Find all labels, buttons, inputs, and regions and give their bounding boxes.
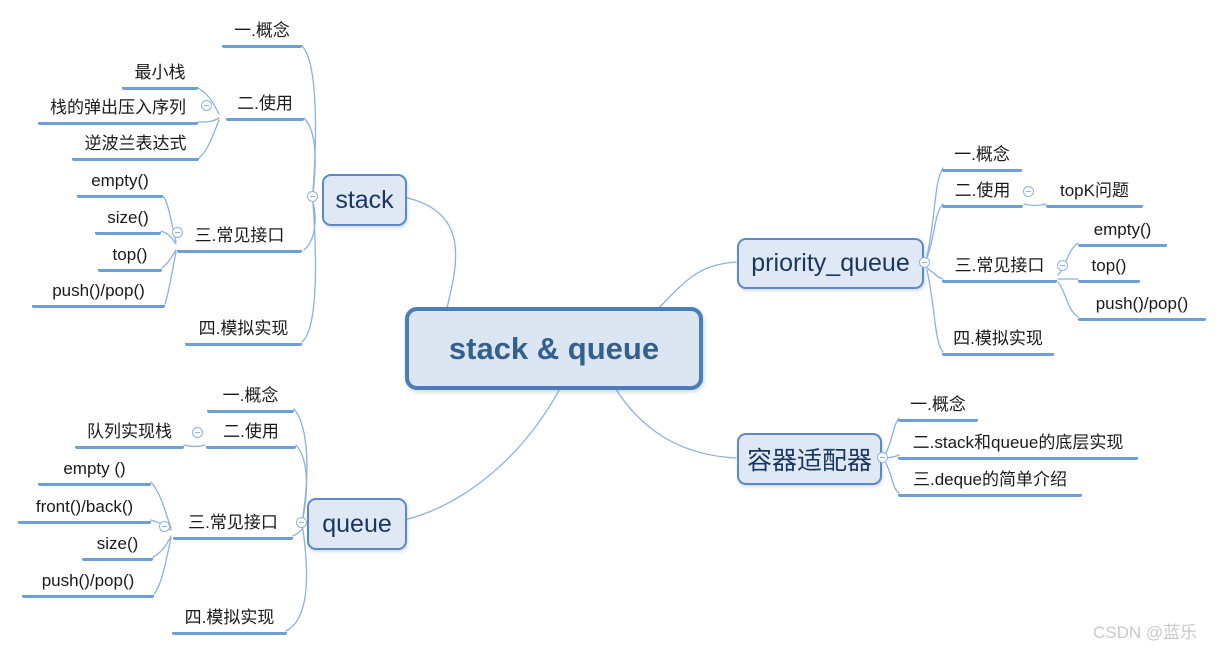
- link-root-queue: [403, 382, 564, 521]
- link-root-stack: [403, 196, 457, 309]
- node-stack-concept[interactable]: 一.概念: [222, 19, 302, 48]
- collapse-icon-adapter[interactable]: [877, 452, 888, 463]
- link-root-adapter: [611, 382, 737, 459]
- collapse-icon-pq[interactable]: [919, 257, 930, 268]
- node-pq-interfaces[interactable]: 三.常见接口: [942, 254, 1057, 283]
- node-pq-simulation[interactable]: 四.模拟实现: [942, 327, 1054, 356]
- collapse-icon-pq-interfaces[interactable]: [1057, 260, 1068, 271]
- collapse-icon-queue-usage[interactable]: [192, 427, 203, 438]
- node-pq-top[interactable]: top(): [1078, 254, 1140, 283]
- node-adapter-underlying-impl[interactable]: 二.stack和queue的底层实现: [898, 431, 1138, 460]
- node-adapter-deque-intro[interactable]: 三.deque的简单介绍: [898, 468, 1082, 497]
- node-stack-interfaces[interactable]: 三.常见接口: [177, 224, 302, 253]
- node-queue-simulation[interactable]: 四.模拟实现: [172, 606, 287, 635]
- node-queue-stack-with-queue[interactable]: 队列实现栈: [75, 420, 184, 449]
- node-stack-top[interactable]: top(): [98, 243, 162, 272]
- collapse-icon-stack-interfaces[interactable]: [172, 227, 183, 238]
- collapse-icon-queue-interfaces[interactable]: [159, 521, 170, 532]
- collapse-icon-queue[interactable]: [296, 517, 307, 528]
- node-stack-min-stack[interactable]: 最小栈: [122, 61, 198, 90]
- node-pq-push-pop[interactable]: push()/pop(): [1078, 292, 1206, 321]
- node-stack-pop-push-sequence[interactable]: 栈的弹出压入序列: [38, 96, 198, 125]
- node-queue-interfaces[interactable]: 三.常见接口: [173, 511, 293, 540]
- topic-stack[interactable]: stack: [322, 174, 407, 226]
- node-pq-usage[interactable]: 二.使用: [942, 179, 1023, 208]
- collapse-icon-pq-usage[interactable]: [1023, 186, 1034, 197]
- node-stack-simulation[interactable]: 四.模拟实现: [185, 317, 302, 346]
- node-adapter-concept[interactable]: 一.概念: [898, 393, 978, 422]
- root-node[interactable]: stack & queue: [405, 307, 703, 390]
- topic-priority-queue[interactable]: priority_queue: [737, 238, 924, 289]
- node-queue-concept[interactable]: 一.概念: [207, 384, 294, 413]
- topic-queue[interactable]: queue: [307, 498, 407, 550]
- node-queue-push-pop[interactable]: push()/pop(): [22, 569, 154, 598]
- node-pq-concept[interactable]: 一.概念: [942, 143, 1022, 172]
- node-queue-front-back[interactable]: front()/back(): [18, 495, 151, 524]
- node-queue-size[interactable]: size(): [82, 532, 153, 561]
- link-root-priority-queue: [659, 261, 737, 308]
- node-stack-empty[interactable]: empty(): [77, 169, 163, 198]
- node-stack-push-pop[interactable]: push()/pop(): [32, 279, 165, 308]
- node-queue-empty[interactable]: empty (): [38, 457, 151, 486]
- node-queue-usage[interactable]: 二.使用: [206, 420, 296, 449]
- node-pq-empty[interactable]: empty(): [1078, 218, 1167, 247]
- node-stack-rpn[interactable]: 逆波兰表达式: [72, 132, 199, 161]
- collapse-icon-stack[interactable]: [307, 191, 318, 202]
- node-pq-topk[interactable]: topK问题: [1046, 179, 1143, 208]
- node-stack-usage[interactable]: 二.使用: [226, 92, 304, 121]
- watermark: CSDN @蓝乐: [1093, 623, 1198, 642]
- topic-container-adapter[interactable]: 容器适配器: [737, 433, 882, 485]
- collapse-icon-stack-usage[interactable]: [201, 100, 212, 111]
- node-stack-size[interactable]: size(): [95, 206, 161, 235]
